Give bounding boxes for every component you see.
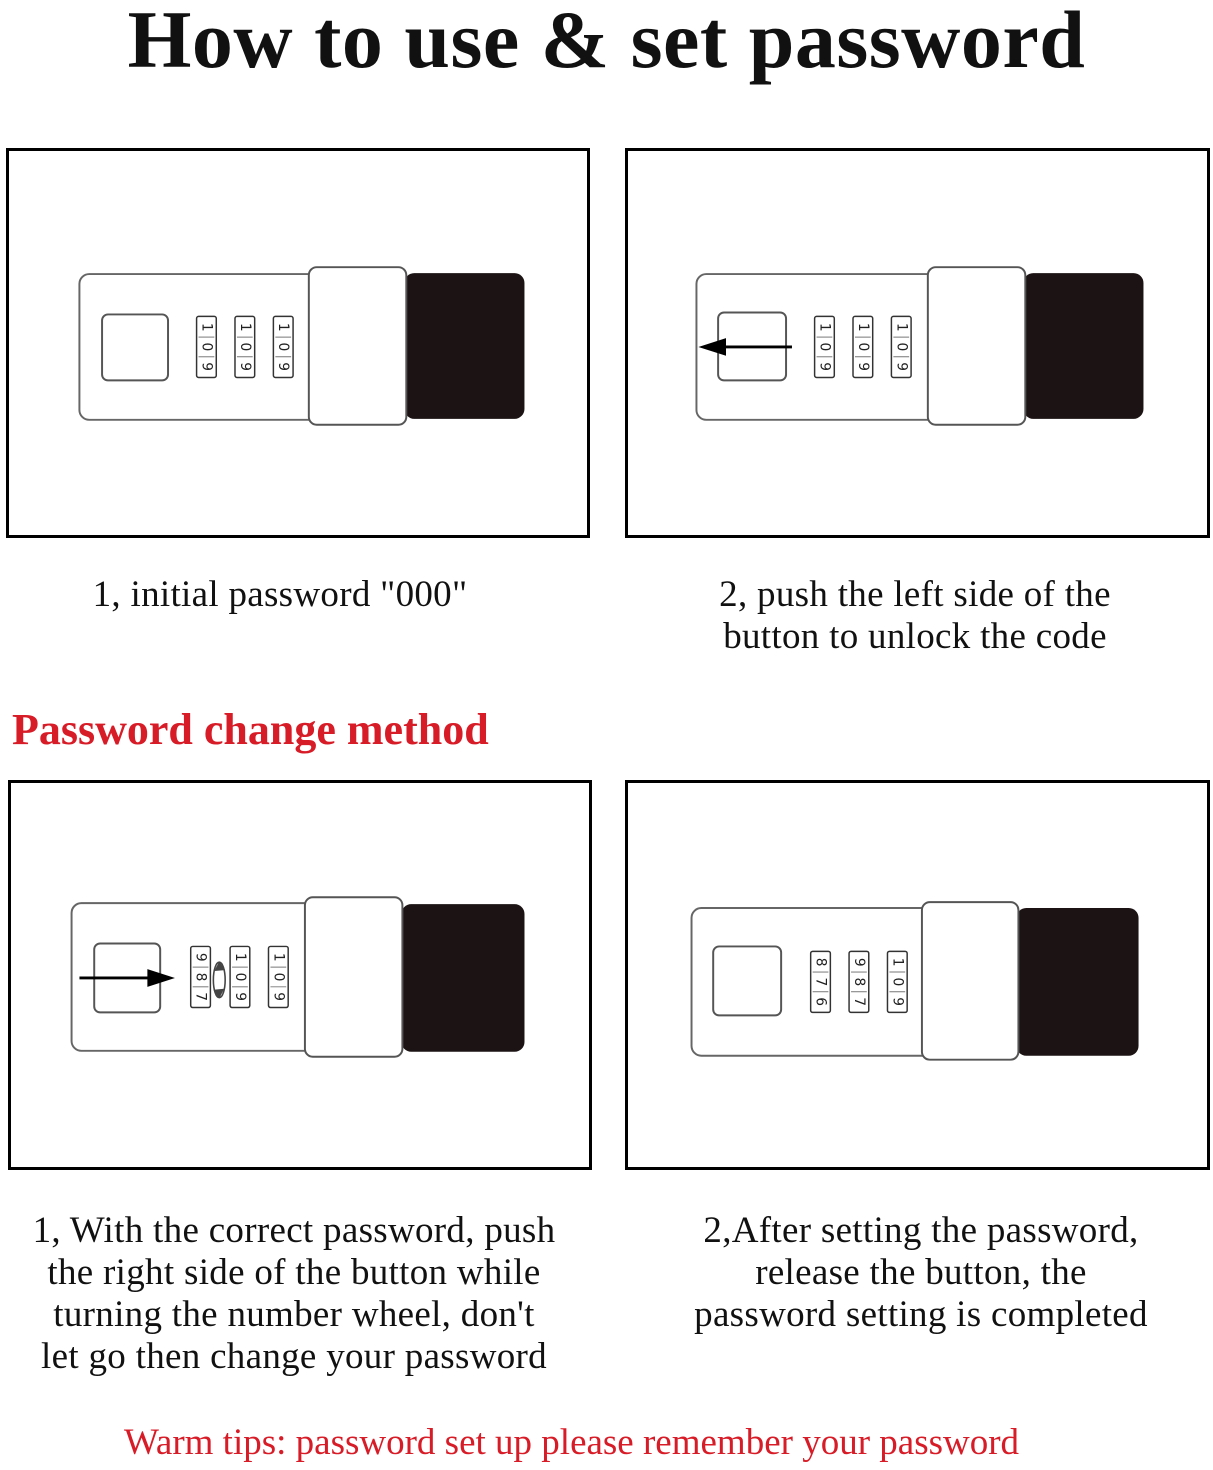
caption-line: 2, push the left side of the <box>719 574 1111 615</box>
wheel-digit: 0 <box>232 973 248 982</box>
lock-diagram-4: 8 7 6 9 8 7 1 0 9 <box>690 901 1139 1061</box>
wheel-digit: 9 <box>851 958 867 967</box>
section-heading-password-change: Password change method <box>12 705 489 754</box>
wheel-digit: 9 <box>816 362 832 371</box>
number-wheel: 1 0 9 <box>813 315 836 379</box>
arrow-right-icon <box>79 969 175 987</box>
wheel-digit: 9 <box>198 362 214 371</box>
wheel-digit: 1 <box>198 323 214 332</box>
wheel-digit: 1 <box>232 953 248 962</box>
rotate-wheel-icon <box>212 961 226 999</box>
wheel-digit: 0 <box>893 343 909 352</box>
lock-sleeve <box>303 896 404 1058</box>
change-step-2-illustration: 8 7 6 9 8 7 1 0 9 <box>625 780 1210 1170</box>
number-wheel: 9 8 7 <box>189 945 212 1009</box>
number-wheel: 1 0 9 <box>852 315 874 379</box>
number-wheel: 1 0 9 <box>890 315 912 379</box>
step-1-caption: 1, initial password "000" <box>10 574 550 616</box>
lock-diagram-1: 1 0 9 1 0 9 1 0 9 <box>78 266 525 426</box>
lock-sleeve <box>926 266 1027 426</box>
arrow-left-icon <box>698 338 792 356</box>
lock-diagram-3: 9 8 7 1 0 9 1 0 9 <box>70 896 525 1058</box>
wheel-digit: 0 <box>816 343 832 352</box>
wheel-digit: 9 <box>855 362 871 371</box>
lock-dark-end <box>1023 273 1144 419</box>
step-2-illustration: 1 0 9 1 0 9 1 0 9 <box>625 148 1210 538</box>
caption-line: turning the number wheel, don't <box>53 1294 535 1335</box>
wheel-digit: 6 <box>813 997 829 1006</box>
number-wheel: 1 0 9 <box>234 315 256 379</box>
step-2-caption: 2, push the left side of the button to u… <box>655 574 1175 658</box>
wheel-digit: 7 <box>193 992 209 1001</box>
push-button <box>712 945 783 1017</box>
lock-sleeve <box>920 901 1020 1061</box>
warm-tips: Warm tips: password set up please rememb… <box>123 1422 1020 1463</box>
caption-line: the right side of the button while <box>47 1252 541 1293</box>
wheel-digit: 1 <box>855 323 871 332</box>
wheel-digit: 0 <box>237 343 253 352</box>
wheel-digit: 9 <box>237 362 253 371</box>
lock-sleeve <box>307 266 408 426</box>
wheel-digit: 9 <box>889 997 905 1006</box>
change-step-2-caption: 2,After setting the password, release th… <box>655 1210 1187 1336</box>
page-title: How to use & set password <box>127 0 1086 85</box>
wheel-digit: 0 <box>855 343 871 352</box>
number-wheel: 1 0 9 <box>886 950 908 1014</box>
push-button <box>101 313 170 382</box>
change-step-1-illustration: 9 8 7 1 0 9 1 0 9 <box>8 780 592 1170</box>
caption-line: button to unlock the code <box>723 616 1107 657</box>
wheel-digit: 1 <box>816 323 832 332</box>
lock-dark-end <box>404 273 525 419</box>
caption-line: release the button, the <box>755 1252 1087 1293</box>
wheel-digit: 0 <box>275 343 291 352</box>
wheel-digit: 0 <box>889 978 905 987</box>
wheel-digit: 9 <box>893 362 909 371</box>
wheel-digit: 8 <box>813 958 829 967</box>
number-wheel: 1 0 9 <box>272 315 294 379</box>
number-wheel: 1 0 9 <box>229 945 251 1009</box>
lock-diagram-2: 1 0 9 1 0 9 1 0 9 <box>695 266 1144 426</box>
wheel-digit: 1 <box>889 958 905 967</box>
wheel-digit: 1 <box>270 953 286 962</box>
wheel-digit: 9 <box>193 953 209 962</box>
change-step-1-caption: 1, With the correct password, push the r… <box>0 1210 588 1378</box>
wheel-digit: 9 <box>232 992 248 1001</box>
caption-line: 1, With the correct password, push <box>32 1210 556 1251</box>
wheel-digit: 7 <box>851 997 867 1006</box>
number-wheel: 1 0 9 <box>267 945 289 1009</box>
wheel-digit: 1 <box>893 323 909 332</box>
wheel-digit: 9 <box>270 992 286 1001</box>
wheel-digit: 9 <box>275 362 291 371</box>
caption-line: 2,After setting the password, <box>703 1210 1139 1251</box>
number-wheel: 9 8 7 <box>848 950 870 1014</box>
lock-dark-end <box>401 904 525 1052</box>
caption-line: let go then change your password <box>41 1336 547 1377</box>
lock-dark-end <box>1016 908 1139 1056</box>
wheel-digit: 1 <box>275 323 291 332</box>
step-1-illustration: 1 0 9 1 0 9 1 0 9 <box>6 148 590 538</box>
wheel-digit: 8 <box>193 973 209 982</box>
caption-line: password setting is completed <box>694 1294 1148 1335</box>
wheel-digit: 8 <box>851 978 867 987</box>
wheel-digit: 7 <box>813 978 829 987</box>
number-wheel: 8 7 6 <box>809 950 832 1014</box>
wheel-digit: 0 <box>198 343 214 352</box>
caption-line: 1, initial password "000" <box>92 574 468 615</box>
number-wheel: 1 0 9 <box>195 315 218 379</box>
wheel-digit: 0 <box>270 973 286 982</box>
wheel-digit: 1 <box>237 323 253 332</box>
